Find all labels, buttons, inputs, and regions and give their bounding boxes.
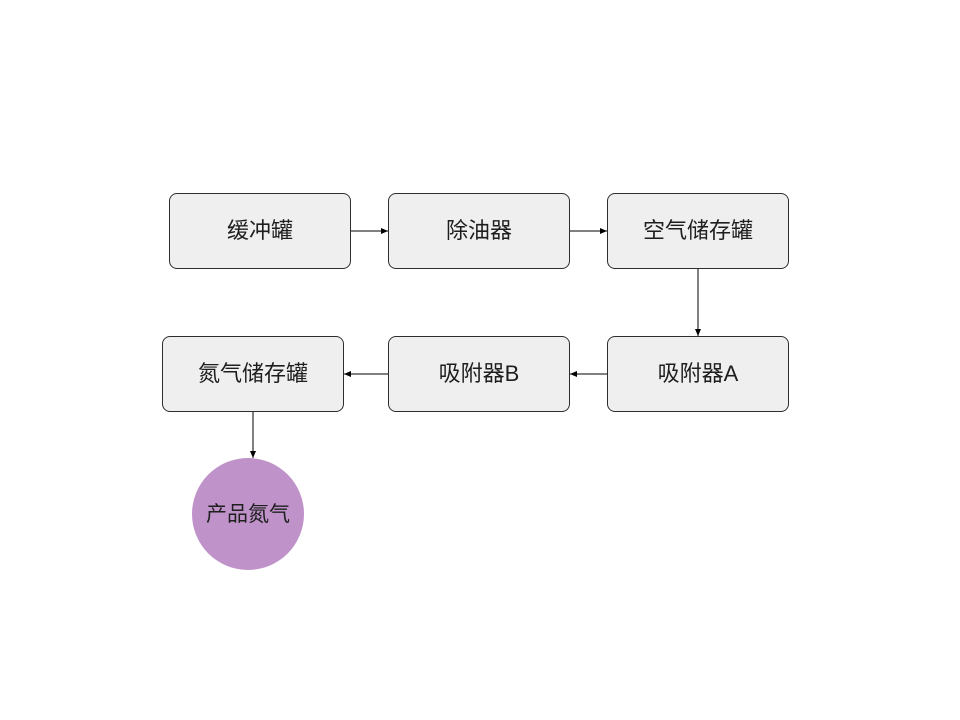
node-adsorber-a: 吸附器A xyxy=(607,336,789,412)
node-label: 氮气储存罐 xyxy=(197,361,308,386)
node-buffer-tank: 缓冲罐 xyxy=(169,193,351,269)
node-label: 缓冲罐 xyxy=(226,218,293,243)
node-oil-remover: 除油器 xyxy=(388,193,570,269)
node-label: 产品氮气 xyxy=(206,502,290,526)
node-nitrogen-storage-tank: 氮气储存罐 xyxy=(162,336,344,412)
node-adsorber-b: 吸附器B xyxy=(388,336,570,412)
node-label: 吸附器A xyxy=(657,361,739,386)
node-label: 吸附器B xyxy=(438,361,520,386)
node-product-nitrogen: 产品氮气 xyxy=(192,458,304,570)
node-label: 除油器 xyxy=(445,218,512,243)
node-air-storage-tank: 空气储存罐 xyxy=(607,193,789,269)
node-label: 空气储存罐 xyxy=(642,218,753,243)
